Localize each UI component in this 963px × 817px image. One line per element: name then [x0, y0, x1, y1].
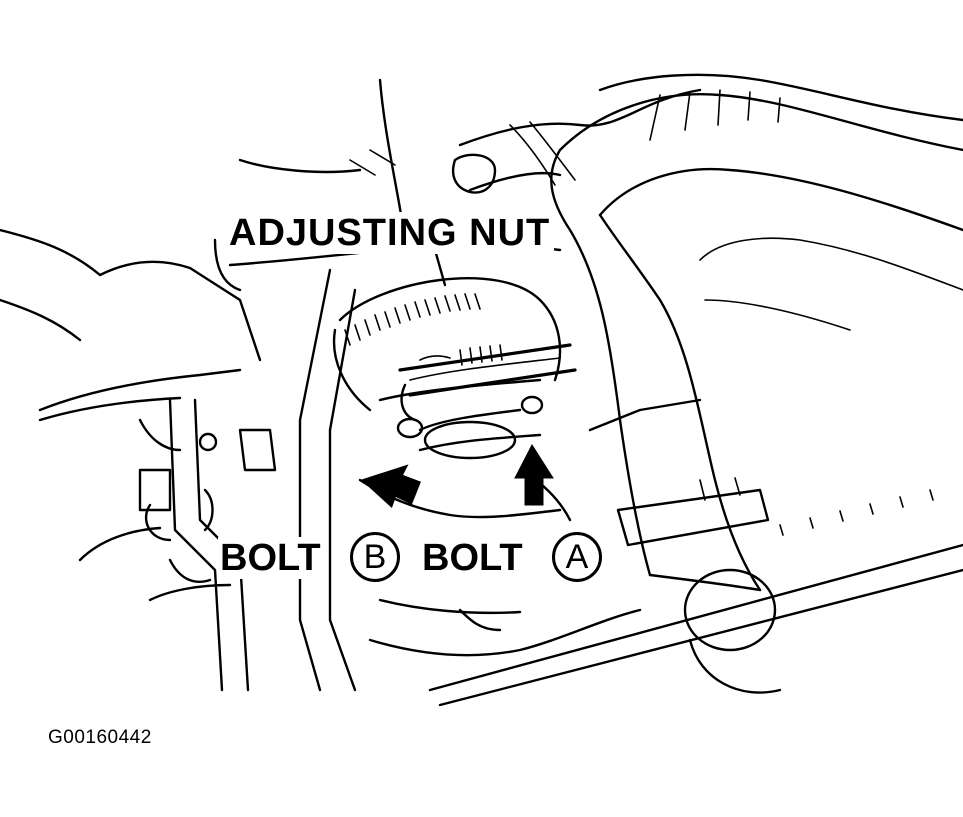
lower-engine: [358, 398, 963, 707]
arrow-bolt-b: [360, 464, 421, 508]
bolt-b-marker: B: [350, 532, 400, 582]
adjusting-nut-label: ADJUSTING NUT: [225, 212, 555, 254]
bolt-b-label: BOLT: [218, 537, 323, 579]
alternator: [213, 238, 577, 460]
vertical-struts: [238, 78, 407, 692]
arrow-bolt-a: [514, 443, 554, 506]
bolt-arrows: [360, 443, 554, 508]
bolt-a-label: BOLT: [420, 537, 525, 579]
figure-id: G00160442: [48, 727, 152, 748]
left-bracket: [0, 228, 277, 692]
upper-pipes: [451, 73, 963, 194]
radiator-hose: [550, 93, 963, 592]
bolt-a-marker: A: [552, 532, 602, 582]
